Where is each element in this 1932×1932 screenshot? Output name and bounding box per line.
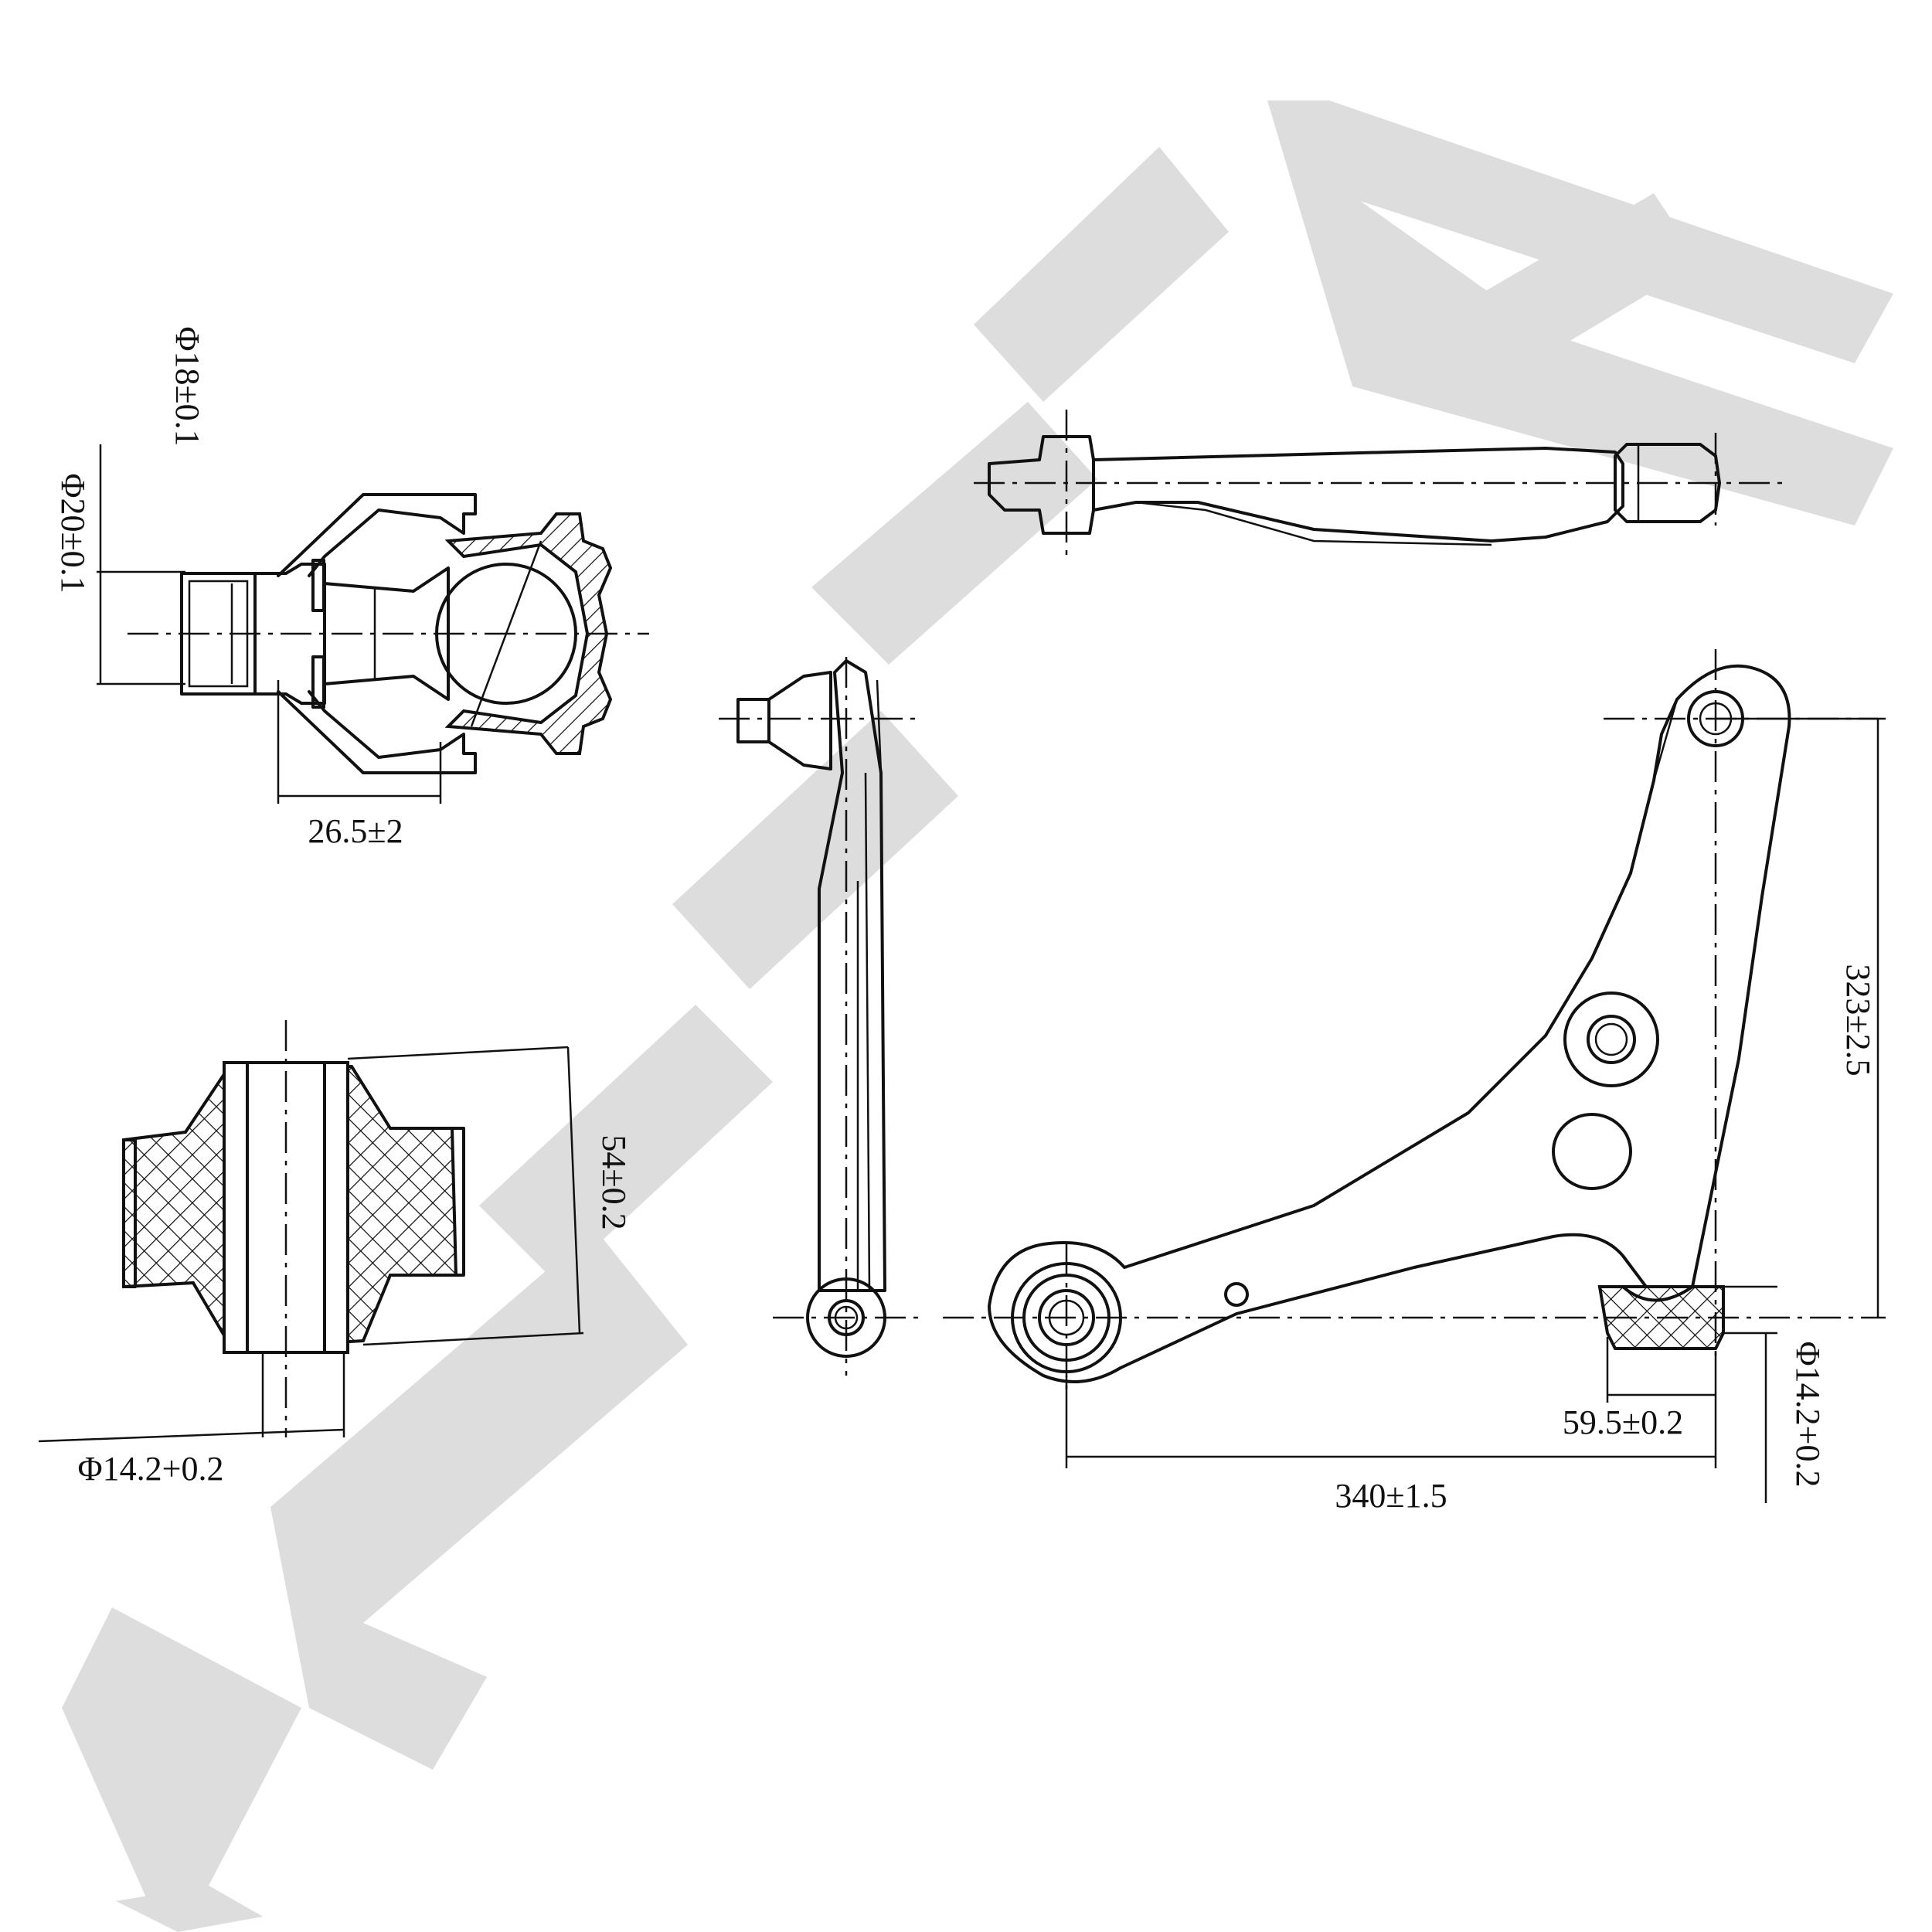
dim-phi14-2-plan: Φ14.2+0.2 [1789, 1342, 1827, 1488]
watermark-logo [62, 100, 1893, 1932]
dim-54: 54±0.2 [595, 1134, 633, 1230]
top-view [974, 410, 1785, 560]
dim-340: 340±1.5 [1335, 1477, 1447, 1515]
dim-26-5: 26.5±2 [308, 812, 403, 850]
dim-phi18: Φ18±0.1 [168, 326, 206, 446]
bushing-section [38, 1020, 584, 1443]
side-view [719, 657, 920, 1376]
ball-joint-section [97, 444, 649, 804]
dim-phi14-2-bushing: Φ14.2+0.2 [78, 1450, 224, 1488]
dim-323: 323±2.5 [1839, 964, 1877, 1076]
dim-phi20: Φ20±0.1 [54, 473, 92, 593]
plan-view [943, 649, 1886, 1503]
dim-59-5: 59.5±0.2 [1563, 1403, 1683, 1441]
